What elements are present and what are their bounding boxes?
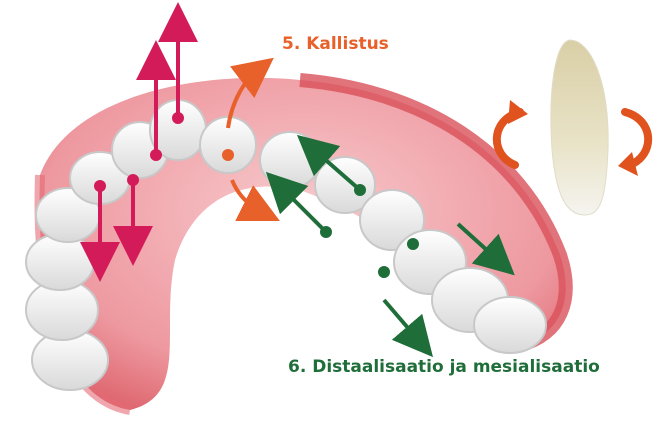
single-tooth-illustration <box>551 40 608 215</box>
tilt-label: 5. Kallistus <box>282 34 389 54</box>
distal-mesial-label: 6. Distaalisaatio ja mesialisaatio <box>288 357 600 377</box>
